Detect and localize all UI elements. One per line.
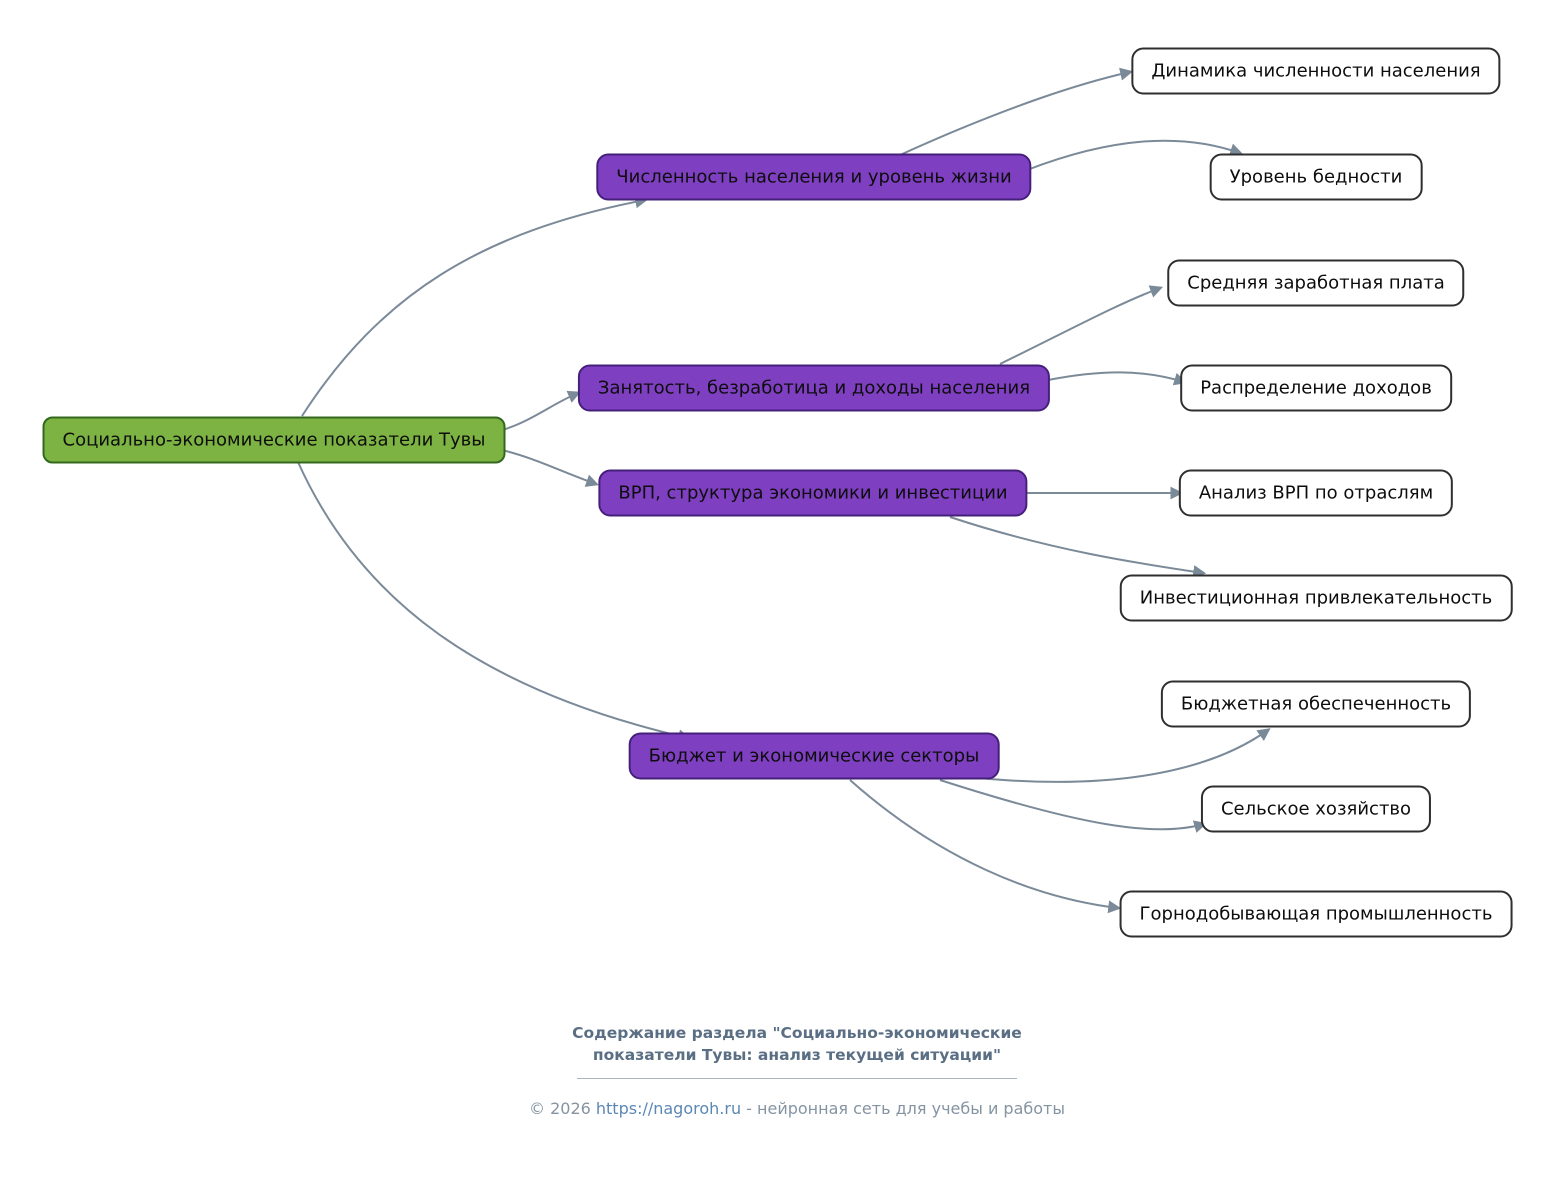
copyright-prefix: © 2026	[528, 1099, 596, 1118]
leaf-poverty-level: Уровень бедности	[1209, 153, 1423, 201]
leaf-population-dynamics: Динамика численности населения	[1131, 47, 1501, 95]
edge-employment-to-salary	[999, 285, 1164, 365]
site-link[interactable]: https://nagoroh.ru	[595, 1099, 742, 1118]
edge-population-to-dynamics	[899, 67, 1134, 156]
node-root: Социально-экономические показатели Тувы	[42, 416, 506, 464]
branch-budget-sectors: Бюджет и экономические секторы	[628, 732, 1000, 780]
edge-budget-to-mining	[849, 779, 1122, 914]
edge-budget-to-agriculture	[939, 779, 1208, 833]
copyright-line: © 2026 https://nagoroh.ru - нейронная се…	[529, 1099, 1065, 1118]
leaf-income-distribution: Распределение доходов	[1180, 364, 1452, 412]
edge-budget-to-sufficiency	[959, 728, 1271, 783]
leaf-budget-sufficiency: Бюджетная обеспеченность	[1160, 680, 1472, 728]
branch-grp-economy-investments: ВРП, структура экономики и инвестиции	[598, 469, 1028, 517]
edge-employment-to-income-distribution	[1047, 371, 1188, 386]
footer-caption: Содержание раздела "Социально-экономичес…	[572, 1022, 1022, 1067]
leaf-agriculture: Сельское хозяйство	[1200, 785, 1432, 833]
edge-grp-to-investment	[949, 516, 1207, 579]
footer-caption-line-1: Содержание раздела "Социально-экономичес…	[572, 1024, 1022, 1042]
leaf-grp-by-industry: Анализ ВРП по отраслям	[1178, 469, 1454, 517]
edge-root-to-employment	[501, 390, 581, 431]
edge-population-to-poverty	[1026, 139, 1244, 171]
edge-root-to-grp	[501, 449, 600, 487]
leaf-average-salary: Средняя заработная плата	[1167, 259, 1465, 307]
footer-divider	[577, 1078, 1017, 1079]
footer-caption-line-2: показатели Тувы: анализ текущей ситуации…	[592, 1046, 1002, 1065]
copyright-suffix: - нейронная сеть для учебы и работы	[741, 1099, 1066, 1118]
leaf-investment-attractiveness: Инвестиционная привлекательность	[1119, 574, 1513, 622]
branch-population-standard-of-living: Численность населения и уровень жизни	[596, 153, 1032, 201]
leaf-mining-industry: Горнодобывающая промышленность	[1119, 890, 1513, 938]
branch-employment-income: Занятость, безработица и доходы населени…	[577, 364, 1051, 412]
